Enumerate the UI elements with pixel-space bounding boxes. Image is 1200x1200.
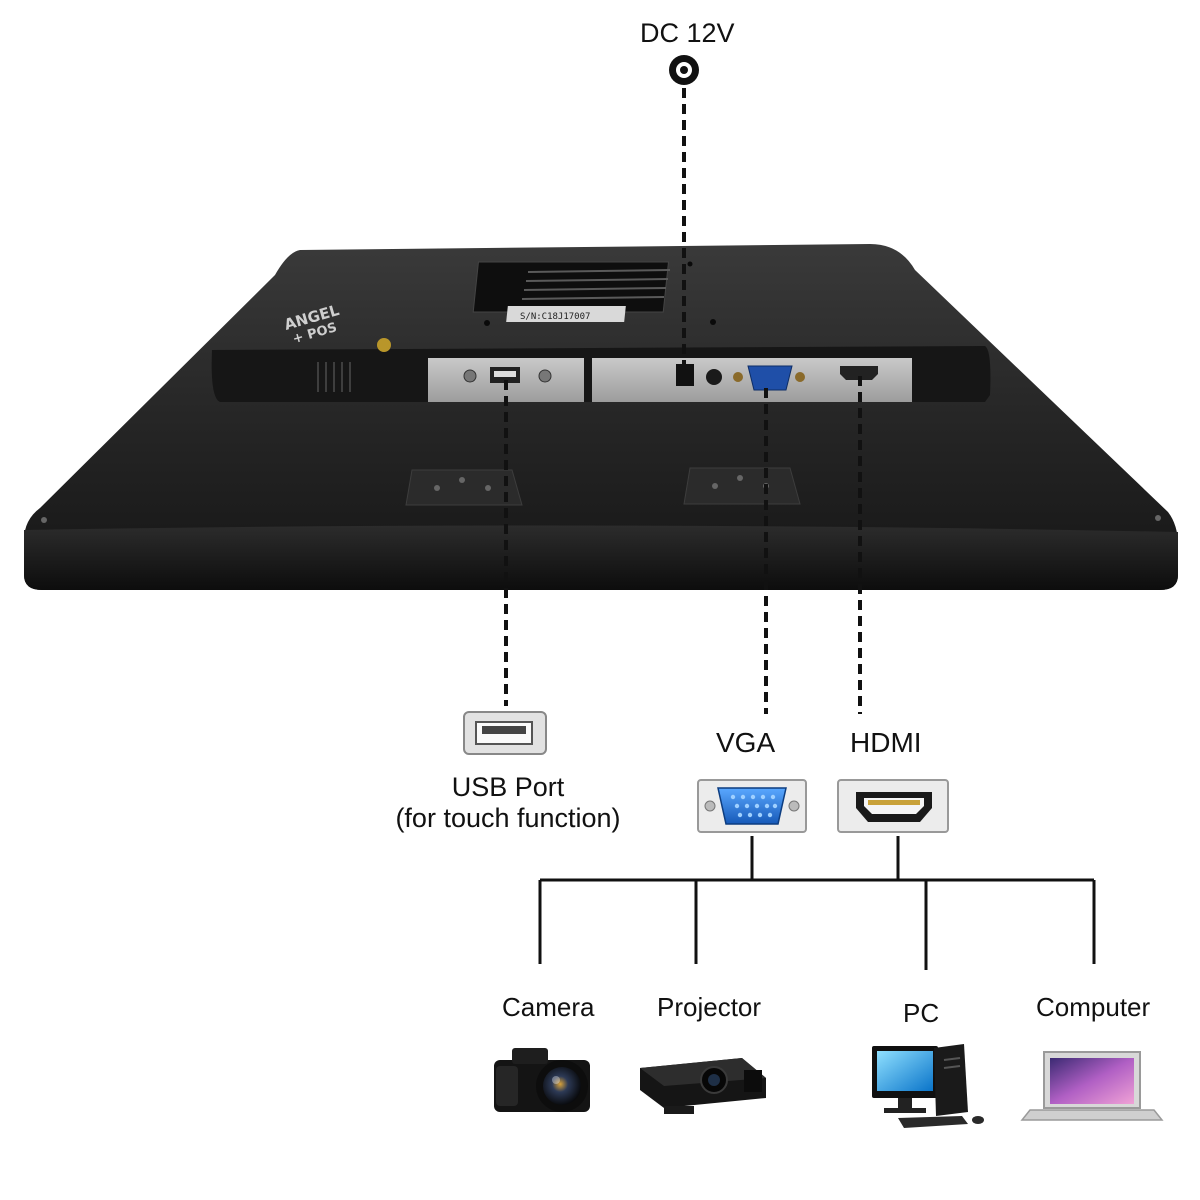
rating-label: S/N:C18J17007 — [472, 261, 671, 322]
serial-number: S/N:C18J17007 — [520, 312, 590, 322]
usb-connector-icon — [463, 711, 547, 755]
leader-lines — [504, 88, 862, 714]
vesa-mount-right — [683, 467, 801, 505]
dc-12v-label: DC 12V — [640, 18, 735, 48]
dc-jack-icon — [669, 55, 699, 85]
dc-jack-on-monitor — [676, 364, 722, 386]
device-label-projector: Projector — [657, 992, 762, 1022]
monitor-edge — [24, 525, 1178, 590]
vga-port-on-monitor — [733, 365, 805, 391]
vesa-mount-left — [405, 469, 523, 506]
vga-connector-icon — [697, 779, 807, 833]
usb-port-on-monitor — [463, 367, 552, 383]
brand-dot — [377, 338, 391, 352]
hdmi-connector-icon — [837, 779, 949, 833]
hdmi-port-on-monitor — [840, 366, 878, 380]
usb-port-label: USB Port (for touch function) — [380, 772, 636, 834]
laptop-icon — [1020, 1051, 1164, 1121]
camera-icon — [494, 1048, 590, 1112]
usb-port-label-line2: (for touch function) — [395, 803, 621, 833]
device-label-computer: Computer — [1036, 992, 1151, 1022]
vga-label: VGA — [716, 727, 776, 758]
projector-icon — [640, 1058, 766, 1114]
device-label-pc: PC — [903, 998, 940, 1028]
monitor-body — [24, 244, 1178, 590]
monitor-back: S/N:C18J17007 ANGEL + POS — [24, 244, 1178, 590]
connection-tree — [538, 836, 1096, 970]
device-label-camera: Camera — [502, 992, 595, 1022]
desktop-pc-icon — [872, 1044, 984, 1128]
hdmi-label: HDMI — [850, 727, 922, 758]
vent-grille-left — [317, 362, 351, 392]
usb-port-label-line1: USB Port — [451, 772, 565, 802]
